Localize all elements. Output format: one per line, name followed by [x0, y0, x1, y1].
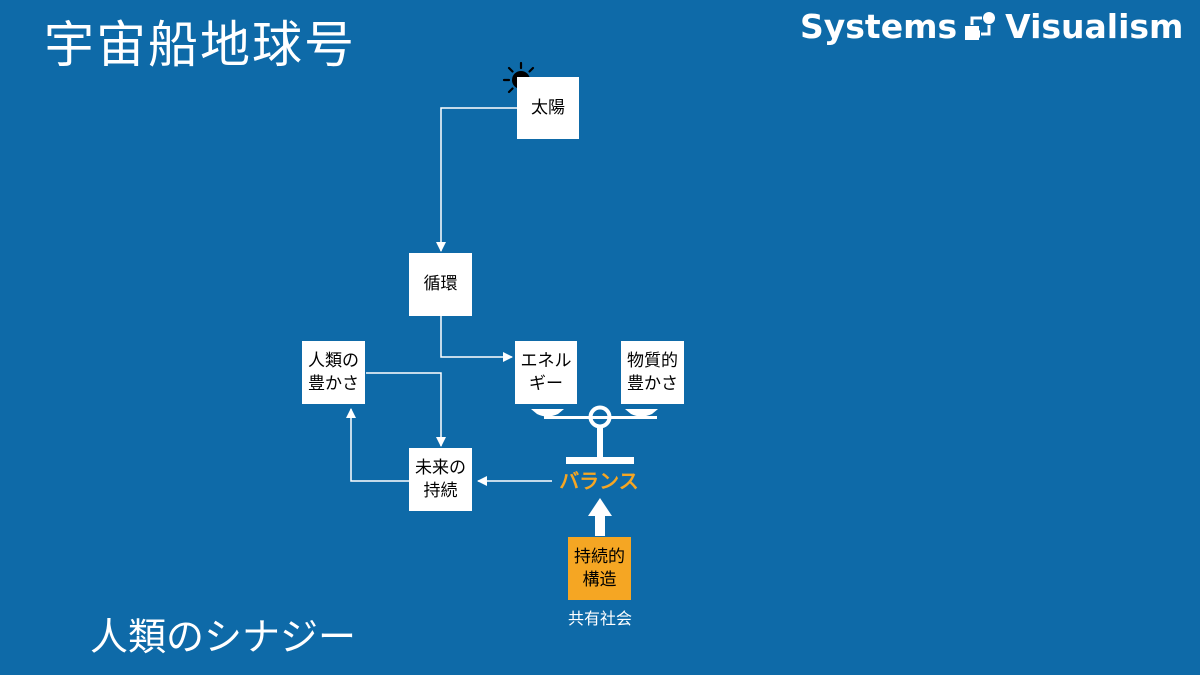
node-future-sustainability: 未来の 持続 [409, 448, 472, 511]
shared-society-caption: 共有社会 [567, 609, 632, 628]
arrow-wealth-to-future [366, 372, 446, 447]
arrow-sun-to-cycle [436, 107, 517, 252]
arrow-future-to-wealth [346, 408, 409, 482]
node-sustainable-structure: 持続的 構造 [568, 537, 631, 600]
brand-logo: Systems Visualism [800, 6, 1183, 46]
node-material-wealth: 物質的 豊かさ [621, 341, 684, 404]
slide-subtitle: 人類のシナジー [90, 615, 357, 659]
brand-text-visualism: Visualism [1005, 6, 1184, 46]
node-energy: エネル ギー [515, 341, 577, 404]
node-cycle: 循環 [409, 253, 472, 316]
slide-title: 宇宙船地球号 [44, 16, 356, 74]
systems-logo-icon [965, 12, 996, 40]
node-human-wealth: 人類の 豊かさ [302, 341, 365, 404]
brand-text-systems: Systems [800, 6, 958, 46]
balance-label: バランス [559, 469, 639, 493]
thick-arrow-up [588, 498, 612, 536]
arrow-cycle-to-energy [440, 316, 513, 362]
node-sun: 太陽 [517, 77, 579, 139]
balance-scale-icon [531, 405, 658, 464]
